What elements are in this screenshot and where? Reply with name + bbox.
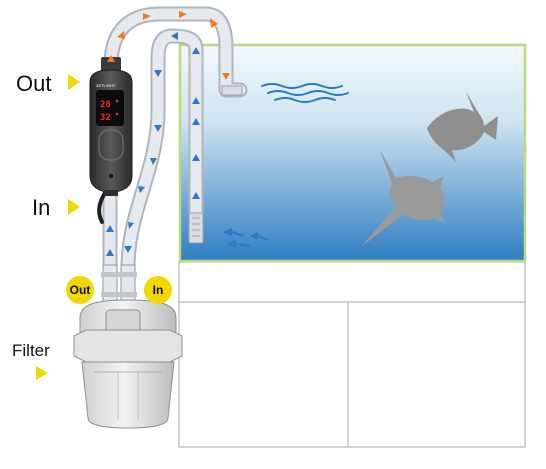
arrow-up-icon <box>192 192 200 199</box>
arrow-down-icon <box>154 125 162 132</box>
heater-brand: ZETLIGHT <box>96 83 116 88</box>
badge-in-text: In <box>153 283 164 297</box>
intake-strainer <box>188 212 204 244</box>
arrow-left-icon <box>171 32 178 40</box>
heater-display-top: 28 <box>100 100 111 110</box>
flow-arrows-warm <box>107 11 230 80</box>
arrow-left-icon <box>250 232 258 240</box>
canister-filter <box>73 264 183 429</box>
arrow-down-icon <box>138 186 145 193</box>
arrow-up-icon <box>192 47 200 54</box>
badge-in: In <box>144 276 172 304</box>
arrow-up-icon <box>117 31 125 39</box>
outlet-nozzle <box>221 85 243 96</box>
triangle-pointer-icon <box>36 366 48 380</box>
cabinet <box>178 261 526 448</box>
heater-display-bottom: 32 <box>100 113 111 123</box>
arrow-right-icon <box>179 11 187 18</box>
arrow-up-icon <box>192 154 200 161</box>
triangle-pointer-icon <box>68 74 80 90</box>
arrow-down-icon <box>128 222 134 229</box>
arrow-up-icon <box>192 118 200 125</box>
arrow-down-icon <box>150 158 157 165</box>
inline-heater: 28 32 ZETLIGHT <box>89 57 133 196</box>
arrow-left-icon <box>222 228 232 236</box>
fish-icon <box>427 92 498 162</box>
arrow-right-icon <box>143 13 151 20</box>
arrow-up-icon <box>106 249 114 256</box>
heater-display <box>96 90 124 126</box>
label-out: Out <box>16 71 51 96</box>
flow-arrows-cool <box>106 32 269 256</box>
aquarium-tank <box>178 43 527 263</box>
arrow-up-icon <box>106 225 114 232</box>
arrow-down-icon <box>222 73 230 80</box>
arrow-down-icon <box>124 246 132 253</box>
triangle-pointer-icon <box>68 199 80 215</box>
wave-icon <box>261 83 349 103</box>
badge-out: Out <box>66 276 94 304</box>
arrow-up-icon <box>107 55 115 62</box>
arrow-up-icon <box>192 97 200 104</box>
arrow-right-icon <box>210 18 218 28</box>
label-filter: Filter <box>12 341 50 360</box>
fish-icon <box>362 150 446 246</box>
badge-out-text: Out <box>70 283 91 297</box>
arrow-down-icon <box>154 70 162 77</box>
arrow-left-icon <box>226 240 236 248</box>
label-in: In <box>32 195 50 220</box>
